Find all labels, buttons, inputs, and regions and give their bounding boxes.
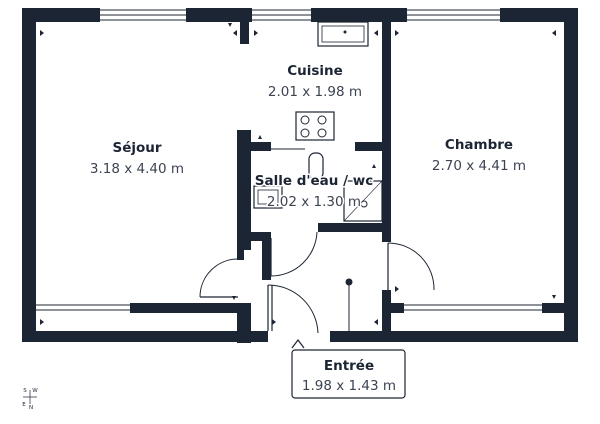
wall-sejour-core (237, 130, 251, 250)
compass-w: W (32, 388, 38, 394)
doors (199, 231, 435, 334)
wall-bath-top-left (251, 142, 271, 151)
wall-sejour-cuisine-top (240, 22, 249, 44)
window-cuisine (252, 9, 311, 21)
marker (40, 30, 44, 36)
wall-cuisine-chambre (382, 22, 391, 142)
marker (374, 319, 378, 325)
wall-sejour-bottom (130, 303, 250, 313)
room-dims-cuisine: 2.01 x 1.98 m (268, 84, 362, 100)
wall-sejour-entree-lower (237, 303, 251, 343)
room-name-entree: Entrée (324, 358, 374, 374)
marker (233, 30, 237, 36)
marker (395, 286, 399, 292)
wall-right (564, 8, 578, 342)
compass-n: S (23, 388, 27, 394)
toilet (308, 152, 324, 180)
room-dims-salle: 2.02 x 1.30 m (267, 194, 361, 210)
room-dims-entree: 1.98 x 1.43 m (302, 378, 396, 394)
wall-bath-bottom-left (251, 232, 271, 241)
wall-top-right (500, 8, 578, 22)
wall-bath-top-right (355, 142, 382, 151)
marker (258, 135, 262, 139)
room-dims-chambre: 2.70 x 4.41 m (432, 158, 526, 174)
window-chambre (407, 9, 500, 21)
marker (374, 30, 378, 36)
interior-walls (130, 22, 564, 343)
marker (40, 319, 44, 325)
room-dims-sejour: 3.18 x 4.40 m (90, 161, 184, 177)
wall-top-left (22, 8, 100, 22)
room-name-salle: Salle d'eau / wc (255, 173, 373, 189)
corner-markers (40, 23, 556, 325)
fixtures (242, 21, 383, 222)
wall-pier-left (262, 238, 271, 280)
door-salle (270, 231, 318, 277)
room-name-sejour: Séjour (112, 140, 161, 156)
room-name-cuisine: Cuisine (287, 63, 343, 79)
room-name-chambre: Chambre (445, 137, 513, 153)
compass-icon: S W E N (22, 388, 38, 411)
compass-s: N (29, 405, 33, 411)
cooktop (295, 111, 335, 141)
wall-left (22, 8, 36, 342)
entrance-arrow (291, 339, 305, 349)
door-chambre (387, 242, 435, 291)
wall-chambre-bottom-right (542, 303, 564, 313)
wall-bottom-right (330, 331, 578, 342)
wall-chambre-bottom-left (382, 303, 404, 313)
marker (395, 30, 399, 36)
wall-top-mid (311, 8, 407, 22)
washbasin (253, 185, 283, 209)
room-labels: Séjour 3.18 x 4.40 m Cuisine 2.01 x 1.98… (90, 63, 526, 394)
compass-e: E (22, 402, 26, 408)
marker (254, 30, 258, 36)
window-sejour (100, 9, 186, 21)
windows (100, 9, 500, 21)
marker (552, 30, 556, 36)
entrance-pointer (291, 278, 353, 349)
outer-walls (22, 8, 578, 342)
marker (228, 23, 232, 27)
marker (232, 296, 236, 300)
wall-top-mid-left (186, 8, 252, 22)
door-sejour (199, 258, 239, 298)
interior-glazing (36, 304, 542, 311)
door-entree (267, 284, 319, 334)
entree-label-box (291, 349, 406, 399)
marker (272, 319, 276, 325)
wall-core-lower (237, 250, 244, 260)
wall-chambre-core (382, 142, 391, 242)
wall-bottom-left (22, 331, 268, 342)
marker (552, 295, 556, 299)
marker (372, 226, 376, 230)
shower (343, 180, 383, 222)
sink (317, 21, 369, 47)
wall-bath-bottom-right (318, 223, 382, 232)
marker (372, 164, 376, 168)
